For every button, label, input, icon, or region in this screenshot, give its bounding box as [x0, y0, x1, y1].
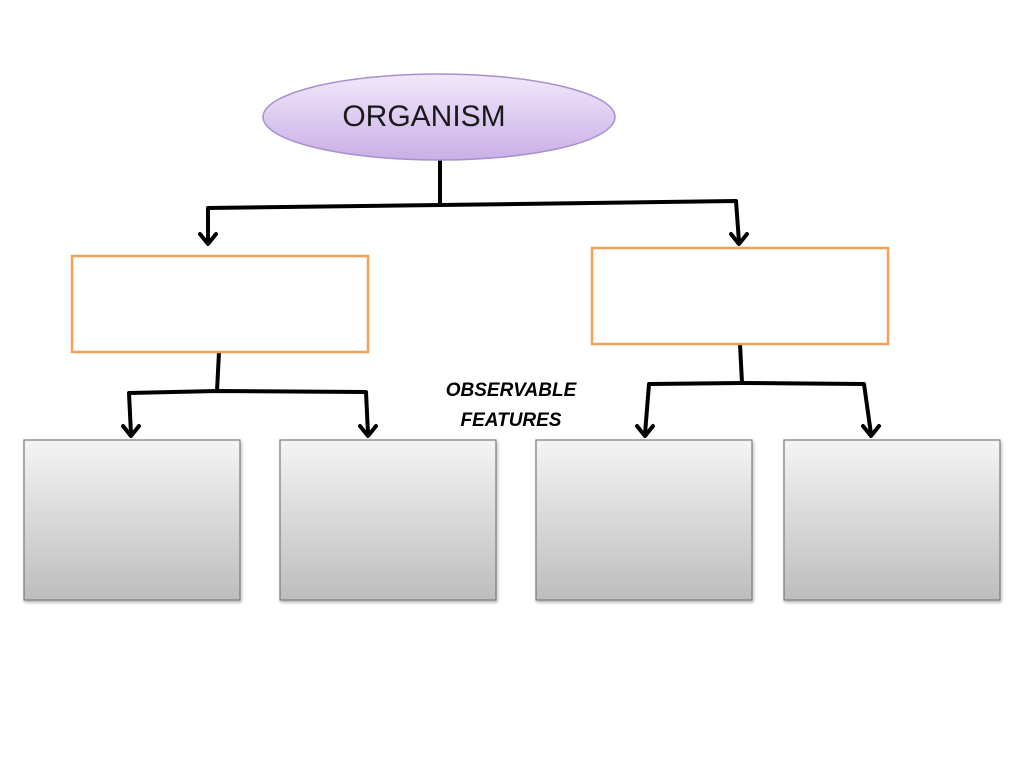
- arrow-to-leaf-3: [635, 424, 655, 438]
- left-category-connectors: [121, 350, 378, 438]
- root-branch-line: [206, 199, 741, 244]
- arrow-to-leaf-4: [861, 424, 881, 438]
- arrow-to-left-category: [198, 232, 218, 246]
- leaf-box-3[interactable]: [535, 439, 753, 601]
- leaf-box-2[interactable]: [279, 439, 497, 601]
- category-box-left[interactable]: [70, 254, 370, 354]
- annotation: OBSERVABLE FEATURES: [446, 380, 578, 431]
- root-node: ORGANISM: [262, 73, 616, 161]
- root-ellipse: [262, 73, 616, 161]
- root-connectors: [198, 158, 749, 246]
- root-label: ORGANISM: [342, 100, 505, 133]
- left-branch-line: [127, 389, 370, 436]
- right-category-connectors: [635, 342, 881, 438]
- left-stem-line: [215, 350, 221, 393]
- arrow-to-right-category: [729, 232, 749, 246]
- leaf-box-1[interactable]: [23, 439, 241, 601]
- annotation-line-2: FEATURES: [461, 410, 562, 431]
- right-stem-line: [738, 342, 744, 385]
- arrow-to-leaf-1: [121, 424, 141, 438]
- category-box-right[interactable]: [590, 246, 890, 346]
- annotation-line-1: OBSERVABLE: [446, 380, 578, 401]
- leaf-box-4[interactable]: [783, 439, 1001, 601]
- arrow-to-leaf-2: [358, 424, 378, 438]
- right-branch-line: [643, 381, 873, 436]
